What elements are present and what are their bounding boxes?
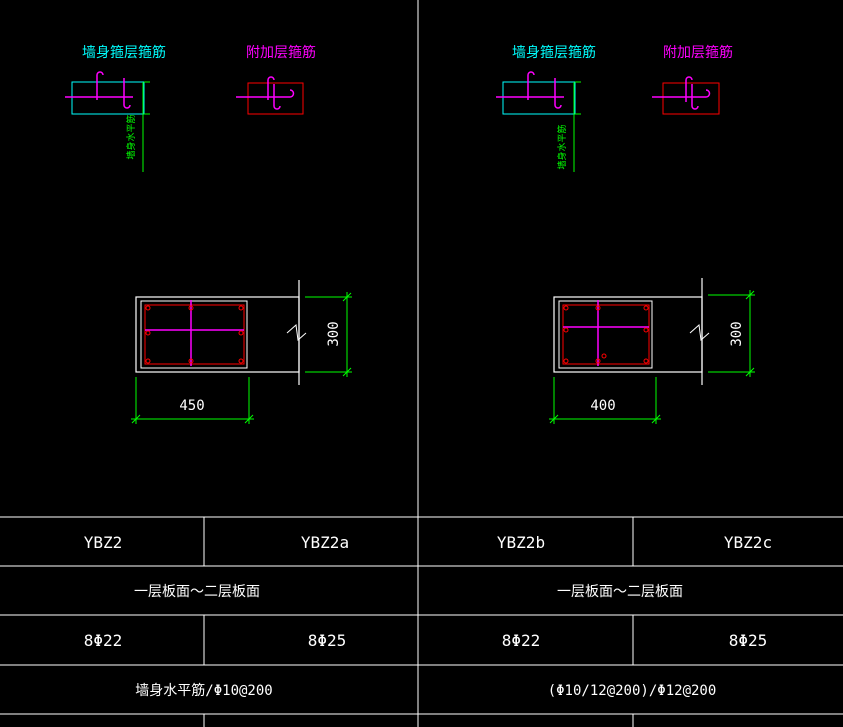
- table-cell: 8Φ22: [84, 631, 123, 650]
- right-wall-layer-hook-b: [554, 78, 562, 109]
- table-cell: YBZ2a: [301, 533, 349, 552]
- right-added-layer-label: 附加层箍筋: [663, 44, 733, 61]
- right-section-bar: [563, 305, 569, 311]
- right-height-dim: 300: [729, 321, 745, 346]
- right-section-bar: [643, 305, 649, 311]
- left-dim-h-tick: [131, 414, 141, 424]
- left-dim-v-tick: [342, 367, 352, 377]
- left-dim-h-tick: [244, 414, 254, 424]
- left-section-bar: [145, 358, 151, 364]
- right-added-layer-hook-b: [691, 84, 699, 110]
- table-cell: YBZ2: [84, 533, 123, 552]
- left-wall-layer-swatch: [71, 81, 145, 115]
- left-wall-layer-label: 墙身箍层箍筋: [82, 44, 166, 61]
- left-section-bar: [188, 358, 194, 364]
- left-width-dim: 450: [179, 398, 204, 414]
- right-vertical-note: 墙身水平筋: [556, 124, 568, 169]
- right-added-layer-hook-c: [705, 89, 711, 98]
- left-section-outline: [135, 296, 300, 373]
- left-wall-layer-hook-b: [123, 78, 131, 109]
- right-added-layer-hook-a: [685, 76, 693, 102]
- right-section-bar: [601, 353, 607, 359]
- right-wall-layer-hook-a: [527, 71, 535, 100]
- table-cell: 8Φ25: [308, 631, 347, 650]
- right-added-layer-swatch: [662, 82, 720, 115]
- right-wall-layer-swatch: [502, 81, 576, 115]
- table-cell: 8Φ22: [502, 631, 541, 650]
- left-break-symbol: [286, 324, 307, 341]
- right-section-bar: [643, 358, 649, 364]
- table-cell: 一层板面～二层板面: [557, 584, 683, 600]
- left-section-stirrup: [144, 304, 245, 365]
- table-cell: (Φ10/12@200)/Φ12@200: [548, 683, 717, 699]
- right-section-inner: [558, 300, 653, 369]
- left-wall-layer-hook-a: [96, 71, 104, 100]
- left-section-inner: [140, 300, 248, 369]
- schedule-table: [0, 516, 843, 727]
- left-section-bar: [188, 305, 194, 311]
- left-added-layer-swatch: [247, 82, 304, 115]
- right-section-bar: [643, 327, 649, 333]
- left-section-bar: [238, 330, 244, 336]
- left-section-bar: [145, 330, 151, 336]
- table-cell: 8Φ25: [729, 631, 768, 650]
- left-dim-v-tick: [342, 292, 352, 302]
- right-dim-v-tick: [745, 367, 755, 377]
- schedule-table-text: YBZ2 YBZ2a YBZ2b YBZ2c 一层板面～二层板面 一层板面～二层…: [84, 533, 772, 699]
- left-added-layer-hook-b: [273, 84, 281, 110]
- left-added-layer-hook-a: [267, 76, 275, 100]
- right-width-dim: 400: [590, 398, 615, 414]
- table-cell: YBZ2b: [497, 533, 545, 552]
- right-dim-h-tick: [651, 414, 661, 424]
- right-section-bar: [563, 358, 569, 364]
- right-break-symbol: [689, 324, 710, 341]
- left-added-layer-label: 附加层箍筋: [246, 44, 316, 61]
- right-section-bar: [595, 358, 601, 364]
- left-added-layer-hook-c: [289, 89, 295, 98]
- left-height-dim: 300: [326, 321, 342, 346]
- right-section-outline: [553, 296, 703, 373]
- right-section-bar: [595, 305, 601, 311]
- right-dim-v-tick: [745, 290, 755, 300]
- left-section-bar: [238, 305, 244, 311]
- right-section: 300 400: [549, 278, 755, 424]
- left-section-bar: [238, 358, 244, 364]
- left-legend: 墙身箍层箍筋 附加层箍筋 墙身水平筋: [65, 44, 316, 172]
- table-cell: 墙身水平筋/Φ10@200: [135, 682, 272, 699]
- left-vertical-note: 墙身水平筋: [125, 114, 137, 159]
- table-cell: 一层板面～二层板面: [134, 584, 260, 600]
- right-section-stirrup: [562, 304, 650, 365]
- right-dim-h-tick: [549, 414, 559, 424]
- left-section: 300 450: [131, 280, 352, 424]
- right-section-bar: [563, 327, 569, 333]
- left-section-bar: [145, 305, 151, 311]
- right-wall-layer-label: 墙身箍层箍筋: [512, 44, 596, 61]
- table-cell: YBZ2c: [724, 533, 772, 552]
- right-legend: 墙身箍层箍筋 附加层箍筋 墙身水平筋: [496, 44, 733, 172]
